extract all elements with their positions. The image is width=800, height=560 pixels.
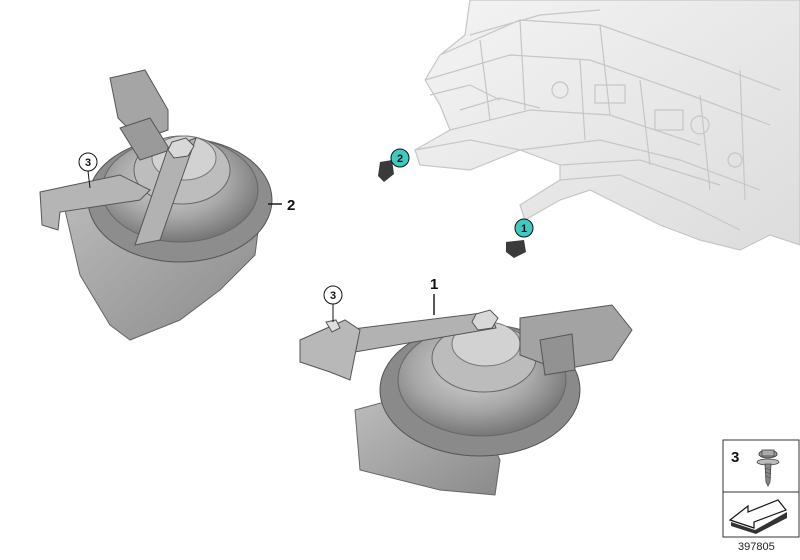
horn-part-1 — [299, 304, 633, 496]
part-1-label: 1 — [430, 276, 438, 293]
legend-part-number: 3 — [731, 449, 739, 466]
mount-marker-1 — [506, 240, 526, 258]
arrow-icon — [728, 499, 787, 534]
callout-3-bottom-text: 3 — [330, 290, 336, 302]
parts-legend: 3 — [722, 439, 800, 538]
callout-1[interactable]: 1 — [514, 218, 534, 238]
callout-2-text: 2 — [397, 153, 403, 165]
callout-2[interactable]: 2 — [390, 148, 410, 168]
callout-3-top[interactable]: 3 — [78, 152, 98, 189]
screw-icon — [756, 449, 780, 487]
car-body-frame — [414, 0, 800, 251]
mount-marker-2 — [378, 160, 394, 182]
callout-3-bottom[interactable]: 3 — [323, 285, 343, 322]
part-2-label: 2 — [287, 197, 295, 214]
diagram-id: 397805 — [738, 541, 775, 553]
callout-1-text: 1 — [521, 223, 527, 235]
horn-part-2 — [39, 69, 273, 341]
callout-3-top-text: 3 — [85, 157, 91, 169]
